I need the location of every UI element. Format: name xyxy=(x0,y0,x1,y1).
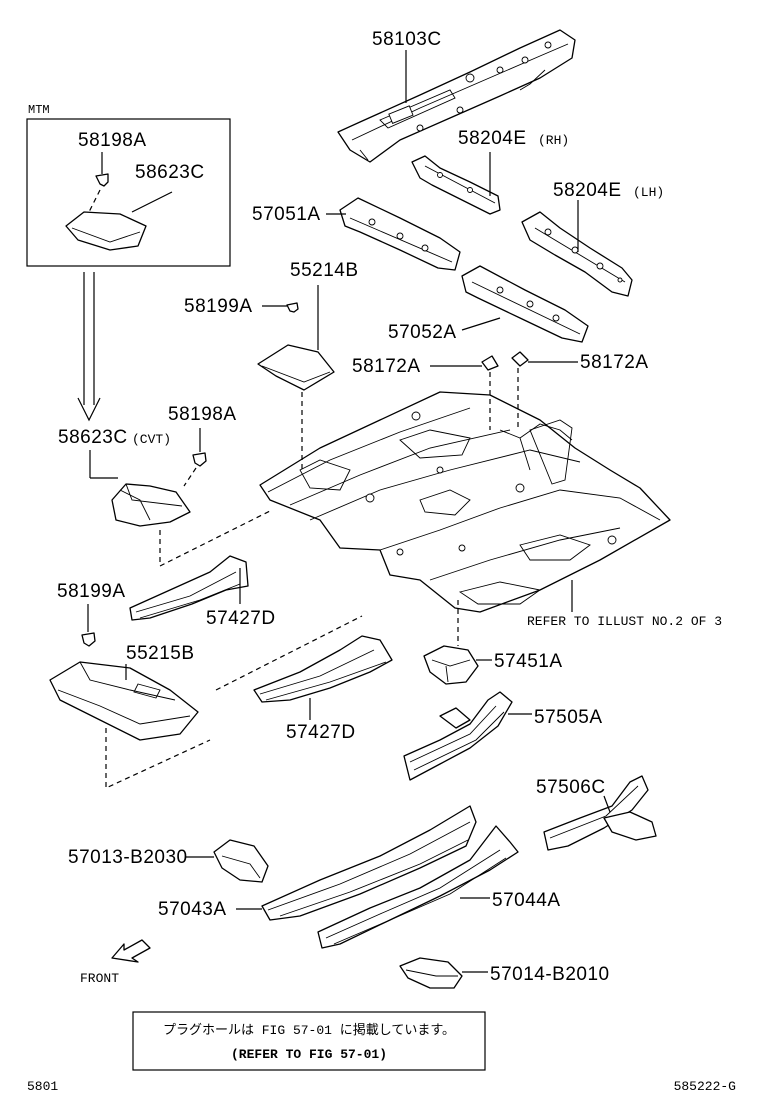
part-57506C xyxy=(543,775,657,851)
part-57505A xyxy=(403,691,532,781)
callout-58623C-box: 58623C xyxy=(135,162,205,183)
footer-left: 5801 xyxy=(27,1079,58,1094)
callout-57052A: 57052A xyxy=(388,322,457,343)
callout-57051A: 57051A xyxy=(252,204,321,225)
mtm-box xyxy=(26,118,231,267)
callout-58199A-top: 58199A xyxy=(184,296,253,317)
callout-57013: 57013-B2030 xyxy=(68,847,188,868)
callout-58172A-right: 58172A xyxy=(580,352,649,373)
clip-58199A-top xyxy=(262,302,299,313)
front-label: FRONT xyxy=(80,971,119,986)
note-jp: プラグホールは FIG 57-01 に掲載しています。 xyxy=(163,1022,455,1038)
callout-57451A: 57451A xyxy=(494,651,563,672)
part-57427D-low xyxy=(253,635,393,720)
note-refer-illust: REFER TO ILLUST NO.2 OF 3 xyxy=(527,614,722,629)
part-58623C-cvt xyxy=(111,483,191,527)
callout-57506C: 57506C xyxy=(536,777,606,798)
part-57427D-top xyxy=(129,555,249,621)
callout-58103C: 58103C xyxy=(372,29,442,50)
part-57043A xyxy=(236,805,477,921)
clip-58199A-low xyxy=(81,632,96,647)
callout-57043A: 57043A xyxy=(158,899,227,920)
part-58204E-lh xyxy=(521,200,633,297)
callout-58199A-low: 58199A xyxy=(57,581,126,602)
part-57052A xyxy=(461,265,589,343)
callout-58623C-cvt: 58623C xyxy=(58,427,128,448)
arrow-down xyxy=(77,272,101,422)
part-floor-pan xyxy=(259,391,671,613)
callout-57427D-low: 57427D xyxy=(286,722,356,743)
callout-lh: (LH) xyxy=(633,185,664,200)
callout-57427D-top: 57427D xyxy=(206,608,276,629)
part-57451A xyxy=(423,645,492,685)
callout-rh: (RH) xyxy=(538,133,569,148)
part-57013-B2030 xyxy=(186,839,269,883)
callout-57044A: 57044A xyxy=(492,890,561,911)
part-55214B xyxy=(257,285,335,391)
callout-55214B: 55214B xyxy=(290,260,359,281)
callout-58204E-rh: 58204E xyxy=(458,128,527,149)
part-58103C xyxy=(337,29,576,163)
callout-55215B: 55215B xyxy=(126,643,195,664)
callout-58198A: 58198A xyxy=(168,404,237,425)
patch-58172A-left xyxy=(481,355,499,371)
note-en: (REFER TO FIG 57-01) xyxy=(231,1047,387,1062)
part-58204E-rh xyxy=(411,152,501,215)
part-57044A xyxy=(317,825,519,949)
part-55215B xyxy=(49,661,199,741)
callout-57014: 57014-B2010 xyxy=(490,964,610,985)
callout-cvt: (CVT) xyxy=(132,432,171,447)
part-58623C-mtm xyxy=(65,211,147,251)
part-57014-B2010 xyxy=(399,957,488,989)
callout-58198A-box: 58198A xyxy=(78,130,147,151)
note-box xyxy=(132,1011,486,1071)
mtm-label: MTM xyxy=(28,103,50,117)
front-arrow-icon xyxy=(111,939,151,963)
callout-58204E-lh: 58204E xyxy=(553,180,622,201)
part-57051A xyxy=(326,197,461,271)
callout-58172A-left: 58172A xyxy=(352,356,421,377)
patch-58172A-right xyxy=(511,351,529,367)
callout-57505A: 57505A xyxy=(534,707,603,728)
footer-right: 585222-G xyxy=(674,1079,736,1094)
